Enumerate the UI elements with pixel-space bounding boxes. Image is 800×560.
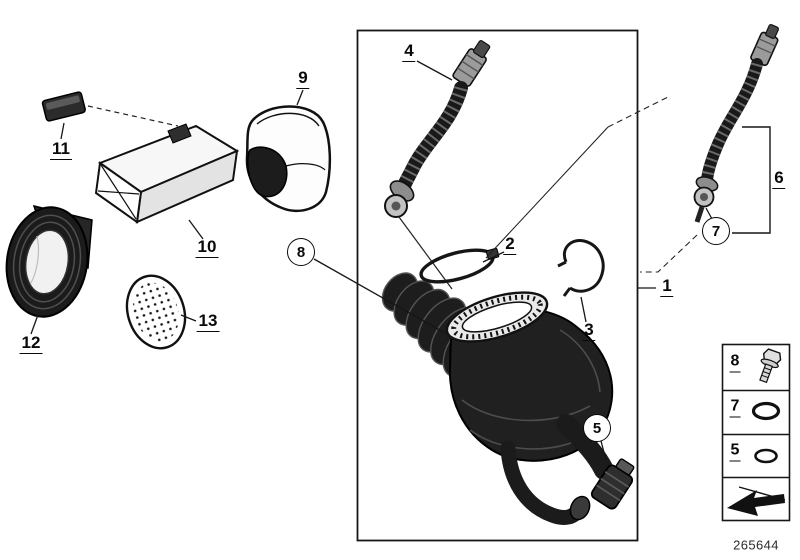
part-12-intake-duct [5, 204, 93, 318]
part-10-air-duct [94, 123, 240, 224]
callout-12-label[interactable]: 12 [19, 333, 43, 354]
callout-12[interactable]: 12 [19, 333, 43, 354]
callout-5-circled[interactable]: 5 [583, 414, 611, 442]
legend-item-7[interactable]: 7 [729, 398, 741, 418]
legend-item-8[interactable]: 8 [729, 353, 741, 373]
part-1-air-cleaner-assembly [381, 272, 614, 525]
part-6-vent-pipe [693, 24, 780, 223]
callout-7-circled[interactable]: 7 [702, 217, 730, 245]
callout-6-bracket [732, 126, 771, 234]
o-ring-icon-small [754, 448, 778, 464]
mount-reference-line-11 [87, 105, 179, 127]
legend-item-5-label[interactable]: 5 [729, 442, 741, 462]
legend-item-7-label[interactable]: 7 [729, 398, 741, 418]
callout-3[interactable]: 3 [582, 320, 596, 341]
callout-9[interactable]: 9 [296, 68, 310, 89]
callout-4-label[interactable]: 4 [402, 41, 416, 62]
part-9-intake-scoop [245, 105, 332, 213]
callout-6-label[interactable]: 6 [772, 168, 786, 189]
part-11-rubber-pad [41, 91, 86, 122]
callout-10[interactable]: 10 [195, 237, 219, 258]
flange-bolt-icon [759, 348, 782, 384]
callout-13[interactable]: 13 [196, 311, 220, 332]
intake-flange [445, 291, 549, 343]
direction-arrow-icon [727, 486, 786, 516]
legend-item-5[interactable]: 5 [729, 442, 741, 462]
callout-2[interactable]: 2 [503, 234, 517, 255]
part-13-grille-plate [125, 274, 187, 350]
callout-13-label[interactable]: 13 [196, 311, 220, 332]
hose-4-connection-line [398, 216, 453, 290]
part-4-vent-hose [384, 40, 491, 218]
legend-box [721, 343, 791, 522]
callout-10-label[interactable]: 10 [195, 237, 219, 258]
callout-4[interactable]: 4 [402, 41, 416, 62]
part-3-spring-clip [557, 238, 605, 297]
callout-1-label[interactable]: 1 [660, 276, 674, 297]
part-2-hose-clamp [419, 247, 500, 284]
callout-3-label[interactable]: 3 [582, 320, 596, 341]
part-5-air-mass-sensor [590, 458, 635, 510]
callout-1[interactable]: 1 [660, 276, 674, 297]
callout-9-label[interactable]: 9 [296, 68, 310, 89]
callout-11[interactable]: 11 [50, 140, 72, 160]
main-frame [356, 29, 639, 542]
callout-11-label[interactable]: 11 [50, 139, 72, 160]
callout-2-label[interactable]: 2 [503, 234, 517, 255]
drawing-number: 265644 [733, 537, 779, 553]
callout-8-circled[interactable]: 8 [287, 238, 315, 266]
callout-6[interactable]: 6 [772, 168, 786, 189]
leader-lines [30, 60, 713, 461]
outlet-tube [556, 414, 614, 480]
o-ring-icon-large [751, 401, 781, 421]
reference-lines [485, 96, 698, 273]
legend-item-8-label[interactable]: 8 [729, 353, 741, 373]
